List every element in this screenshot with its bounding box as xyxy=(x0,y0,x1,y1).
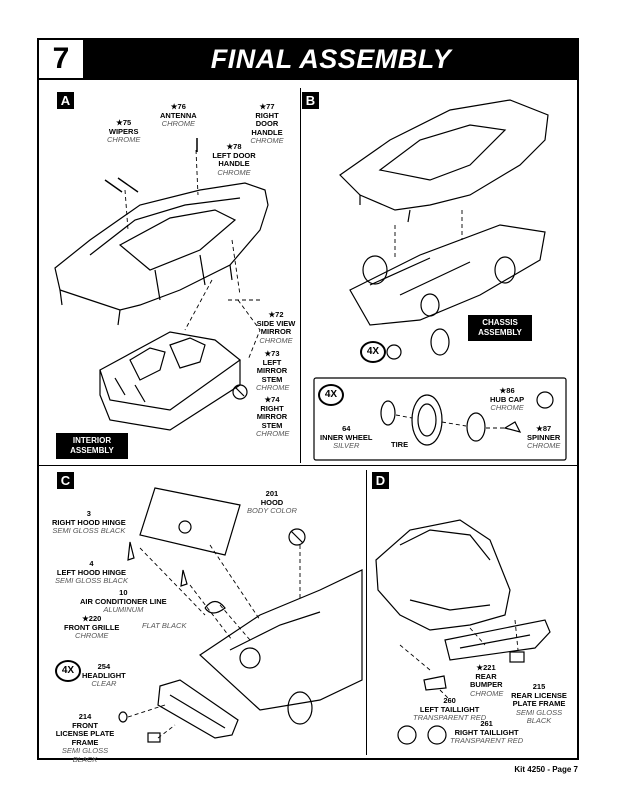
interior-assembly-callout: INTERIOR ASSEMBLY xyxy=(56,433,128,459)
panel-d-letter: D xyxy=(372,472,389,489)
panel-b-letter: B xyxy=(302,92,319,109)
body-upper-drawing xyxy=(339,99,549,223)
rear-body-drawing xyxy=(375,519,511,631)
rear-bumper-drawing xyxy=(444,619,551,661)
flat-black-note: FLAT BLACK xyxy=(142,621,187,630)
grille-drawing xyxy=(157,679,239,739)
hood-drawing xyxy=(139,487,241,556)
chassis-drawing xyxy=(349,224,546,326)
step-number: 7 xyxy=(37,38,85,80)
multiplier-badge-wheel: 4X xyxy=(318,384,344,406)
divider-top-bottom xyxy=(39,465,577,466)
chassis-assembly-callout: CHASSIS ASSEMBLY xyxy=(468,315,532,341)
panel-c-letter: C xyxy=(57,472,74,489)
multiplier-badge-headlight: 4X xyxy=(55,660,81,682)
panel-a-letter: A xyxy=(57,92,74,109)
interior-tub-drawing xyxy=(99,331,241,431)
page-title: FINAL ASSEMBLY xyxy=(83,38,579,80)
tire-label: TIRE xyxy=(391,440,409,449)
page-footer: Kit 4250 - Page 7 xyxy=(514,765,578,774)
body-shell-drawing xyxy=(54,182,269,326)
front-body-drawing xyxy=(199,569,363,725)
multiplier-badge-chassis: 4X xyxy=(360,341,386,363)
divider-cd xyxy=(366,470,367,755)
divider-ab xyxy=(300,88,301,463)
